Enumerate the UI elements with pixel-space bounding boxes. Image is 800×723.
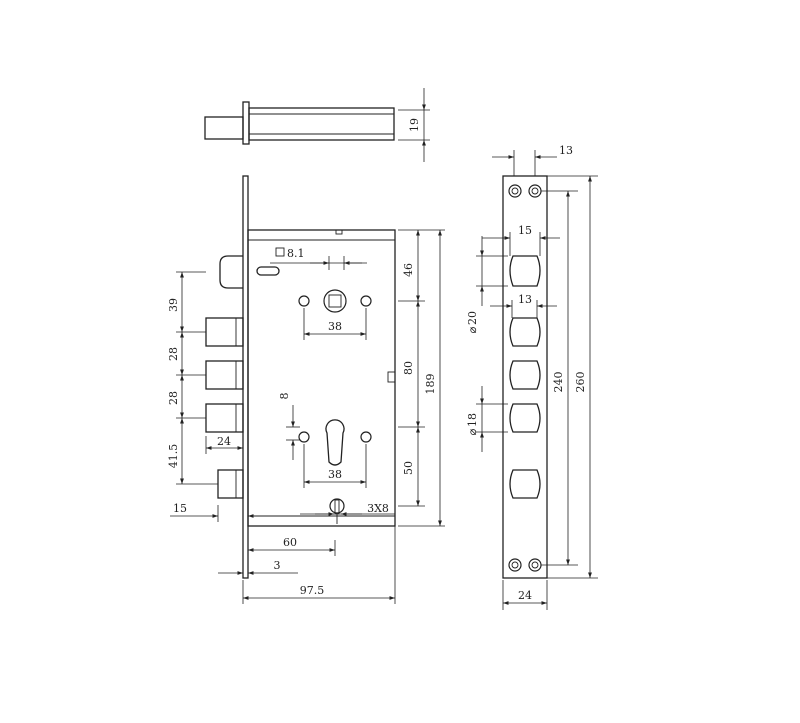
dim-faceplate-thickness: 3 xyxy=(274,559,281,572)
dim-latch-spacing: 39 xyxy=(167,298,180,312)
dim-strike-opening-width: 15 xyxy=(518,224,532,237)
diameter-symbol-icon: ⌀ xyxy=(466,326,479,333)
strike-plate-view: 13 15 20 ⌀ 13 18 ⌀ 240 xyxy=(466,144,598,610)
bolt-side-view: 19 xyxy=(204,88,430,162)
dim-strike-dia-20: 20 xyxy=(466,311,479,325)
dim-top-to-spindle: 46 xyxy=(402,263,415,277)
dim-backset: 60 xyxy=(283,536,297,549)
dim-cylinder-holes: 38 xyxy=(328,468,342,481)
dim-strike-length: 260 xyxy=(574,372,587,393)
dim-bolt-height: 19 xyxy=(408,118,421,132)
dim-spindle-holes: 38 xyxy=(328,320,342,333)
dim-strike-width: 24 xyxy=(518,589,532,602)
dim-case-depth: 97.5 xyxy=(300,584,325,597)
dim-deadbolt-spacing-2: 28 xyxy=(167,391,180,405)
dim-case-height: 189 xyxy=(424,374,437,395)
dim-cylinder-to-bottom: 50 xyxy=(402,461,415,475)
dim-strike-dia-18: 18 xyxy=(466,413,479,427)
lock-body-view: 8.1 38 8 38 xyxy=(167,175,445,604)
dim-cylinder-slot: 8 xyxy=(278,393,291,400)
dim-bolt-throw: 24 xyxy=(217,435,231,448)
dim-strike-opening-13: 13 xyxy=(518,293,532,306)
dim-spindle-square: 8.1 xyxy=(287,247,305,260)
dim-screw: 3X8 xyxy=(367,502,389,515)
dim-strike-hole-span: 240 xyxy=(552,372,565,393)
dim-deadbolt-spacing-3: 41.5 xyxy=(167,444,180,469)
dim-spindle-to-cylinder: 80 xyxy=(402,361,415,375)
dim-plate-width: 13 xyxy=(559,144,573,157)
diameter-symbol-icon-2: ⌀ xyxy=(466,428,479,435)
dim-backset-offset: 15 xyxy=(173,502,187,515)
dim-deadbolt-spacing-1: 28 xyxy=(167,347,180,361)
